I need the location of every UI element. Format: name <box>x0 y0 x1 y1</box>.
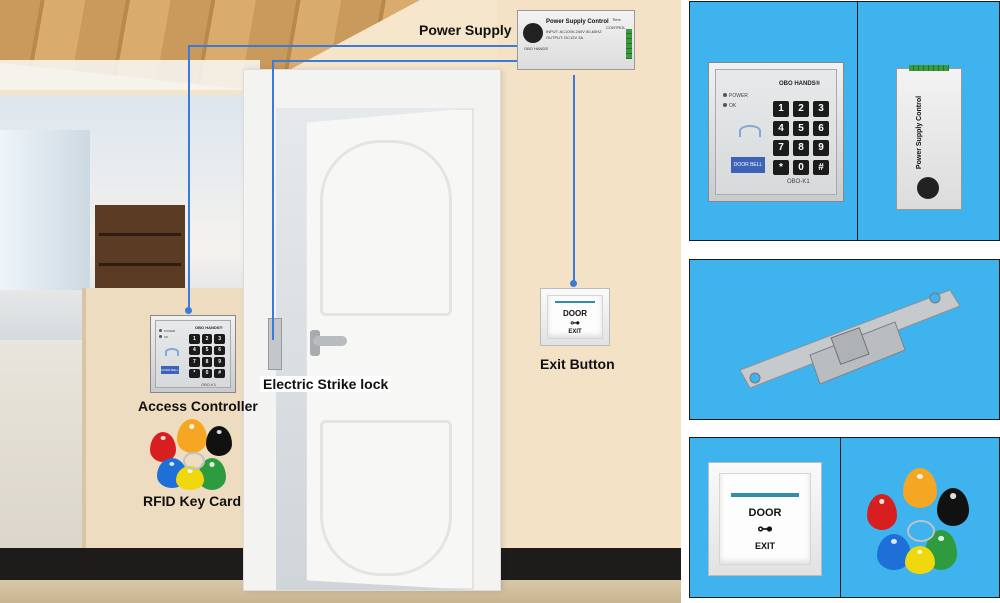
keypad-key[interactable]: * <box>773 159 789 175</box>
keypad-key[interactable]: 2 <box>201 334 213 344</box>
keypad-product-model: OBO-K1 <box>787 179 810 185</box>
keypad-key[interactable]: 9 <box>214 357 225 367</box>
rfid-key-card-label: RFID Key Card <box>143 493 242 509</box>
psu-output: OUTPUT: DC12V 3A <box>546 35 584 40</box>
window <box>0 130 90 290</box>
ok-indicator: OK <box>159 335 168 339</box>
key-icon: ⊶ <box>570 318 580 329</box>
key-ring <box>183 452 205 470</box>
psu-input: INPUT: AC100V-240V 50-60HZ <box>546 29 602 34</box>
hand-logo-icon <box>523 23 543 43</box>
keypad-key[interactable]: 3 <box>214 334 225 344</box>
exit-product-door-text: DOOR <box>748 507 782 519</box>
keypad-key[interactable]: 6 <box>214 345 225 355</box>
tags-product-panel <box>840 437 1000 598</box>
keypad-key[interactable]: 1 <box>773 101 789 117</box>
wire-exit <box>573 75 575 283</box>
wire-end-controller <box>185 307 192 314</box>
keypad-key[interactable]: 8 <box>793 140 809 156</box>
keypad-key[interactable]: 5 <box>793 120 809 136</box>
keypad-key[interactable]: 1 <box>189 334 200 344</box>
terminal-block <box>626 29 632 59</box>
wire-lock-top <box>272 60 518 62</box>
keypad-key[interactable]: 2 <box>793 101 809 117</box>
keypad-key[interactable]: 3 <box>813 101 829 117</box>
psu-product: Power Supply Control <box>896 65 962 210</box>
keypad-key[interactable]: 9 <box>813 140 829 156</box>
power-indicator: POWER <box>159 329 175 333</box>
keypad-key[interactable]: 7 <box>189 357 200 367</box>
wire-lock <box>272 60 274 340</box>
keypad-key[interactable]: 4 <box>773 120 789 136</box>
exit-product-panel: DOOR ⊶ EXIT <box>689 437 842 598</box>
psu-brand: OBO HANDS <box>524 46 549 51</box>
electric-strike-lock-label: Electric Strike lock <box>260 376 392 392</box>
keypad-key[interactable]: 0 <box>793 159 809 175</box>
doorbell-button[interactable]: DOOR BELL <box>161 366 179 374</box>
psu-control: CONTROL <box>606 25 626 30</box>
rfid-tag-red <box>150 432 176 462</box>
keypad-brand: OBO HANDS® <box>195 325 223 330</box>
access-controller-label: Access Controller <box>138 398 258 414</box>
rfid-tag-orange <box>177 419 207 453</box>
ceiling-cove <box>0 60 260 90</box>
tag-product-black <box>937 488 969 526</box>
wire-top <box>188 45 518 47</box>
rfid-icon <box>165 348 179 356</box>
keypad-key[interactable]: 7 <box>773 140 789 156</box>
tag-product-orange <box>903 468 937 508</box>
electric-strike-product <box>739 289 961 389</box>
exit-button-device[interactable]: DOOR ⊶ EXIT <box>540 288 610 346</box>
keypad-model: OBO-K1 <box>201 382 217 387</box>
tag-product-red <box>867 494 897 530</box>
exit-button-label: Exit Button <box>540 356 615 372</box>
exit-product-exit-text: EXIT <box>754 541 775 551</box>
door-panel-top <box>320 140 452 316</box>
tag-product-ring <box>907 520 935 542</box>
keypad-key[interactable]: 4 <box>189 345 200 355</box>
wire-controller <box>188 45 190 310</box>
wire-end-exit <box>570 280 577 287</box>
power-supply-device: Power Supply Control INPUT: AC100V-240V … <box>517 10 635 70</box>
rfid-tag-black <box>206 426 232 456</box>
keypad-key[interactable]: 0 <box>201 368 213 378</box>
tag-product-yellow <box>905 546 935 574</box>
keypad-product-rfid-icon <box>739 125 761 137</box>
exit-button-product[interactable]: DOOR ⊶ EXIT <box>708 462 822 576</box>
door-panel-bottom <box>320 420 452 576</box>
keypad-product-bell[interactable]: DOOR BELL <box>731 157 765 173</box>
keypad-key[interactable]: * <box>189 368 200 378</box>
psu-product-panel: Power Supply Control <box>857 1 1000 241</box>
psu-title: Power Supply Control <box>546 19 609 25</box>
rfid-tag-yellow <box>176 466 204 490</box>
keypad-product-brand: OBO HANDS® <box>779 81 821 87</box>
keypad-product-power: POWER <box>723 93 748 99</box>
keypad-key[interactable]: 6 <box>813 120 829 136</box>
strike-plate <box>268 318 282 370</box>
power-supply-label: Power Supply <box>419 22 512 38</box>
door-handle[interactable] <box>313 336 347 346</box>
keypad-key[interactable]: 5 <box>201 345 213 355</box>
bookshelf <box>95 205 185 295</box>
keypad-key[interactable]: # <box>813 159 829 175</box>
exit-exit-text: EXIT <box>568 329 582 335</box>
wood-floor <box>0 580 681 603</box>
installation-scene: Power Supply Control INPUT: AC100V-240V … <box>0 0 681 603</box>
psu-product-logo-icon <box>917 177 939 199</box>
psu-time: Time <box>612 17 621 22</box>
keypad-product-ok: OK <box>723 103 736 109</box>
keypad-key[interactable]: 8 <box>201 357 213 367</box>
exit-product-key-icon: ⊶ <box>757 521 773 538</box>
psu-product-title: Power Supply Control <box>916 95 924 170</box>
keypad-key[interactable]: # <box>214 368 225 378</box>
psu-product-terminals <box>909 65 949 71</box>
right-wall <box>497 0 681 560</box>
exit-door-text: DOOR <box>563 309 587 318</box>
strike-product-panel <box>689 259 1000 420</box>
